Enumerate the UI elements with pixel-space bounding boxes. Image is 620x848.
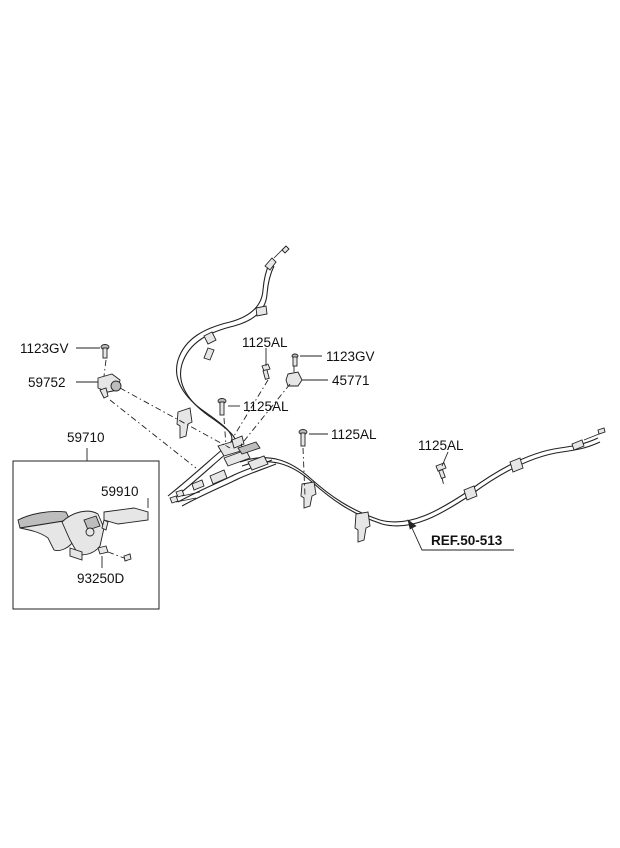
label-1125al-center: 1125AL <box>331 427 377 442</box>
label-1125al-top: 1125AL <box>242 335 288 350</box>
bolt-1125al-top <box>261 363 271 380</box>
label-59910: 59910 <box>101 484 139 499</box>
switch-59910 <box>101 507 149 531</box>
bolt-1123gv-left <box>100 344 110 359</box>
bolt-1125al-right <box>435 462 447 480</box>
clip-45771 <box>285 371 303 387</box>
bolt-1125al-mid <box>217 398 227 416</box>
label-ref: REF.50-513 <box>431 533 503 548</box>
leader-lines <box>76 347 514 568</box>
label-45771: 45771 <box>332 373 370 388</box>
label-1123gv-left: 1123GV <box>20 341 69 356</box>
bolt-1125al-center <box>298 429 308 447</box>
label-93250d: 93250D <box>77 571 125 586</box>
label-1125al-mid: 1125AL <box>243 399 289 414</box>
label-1125al-right: 1125AL <box>418 438 464 453</box>
front-cable-equalizer <box>169 435 277 507</box>
lever-assembly-box <box>12 460 160 610</box>
label-59752: 59752 <box>28 375 66 390</box>
bracket-59752 <box>97 373 122 399</box>
label-59710: 59710 <box>67 430 105 445</box>
bolt-1123gv-right <box>291 353 299 367</box>
assembly-lines <box>103 359 445 497</box>
screw-93250d <box>97 545 132 562</box>
parking-brake-lever <box>17 510 105 561</box>
label-1123gv-right: 1123GV <box>326 349 375 364</box>
